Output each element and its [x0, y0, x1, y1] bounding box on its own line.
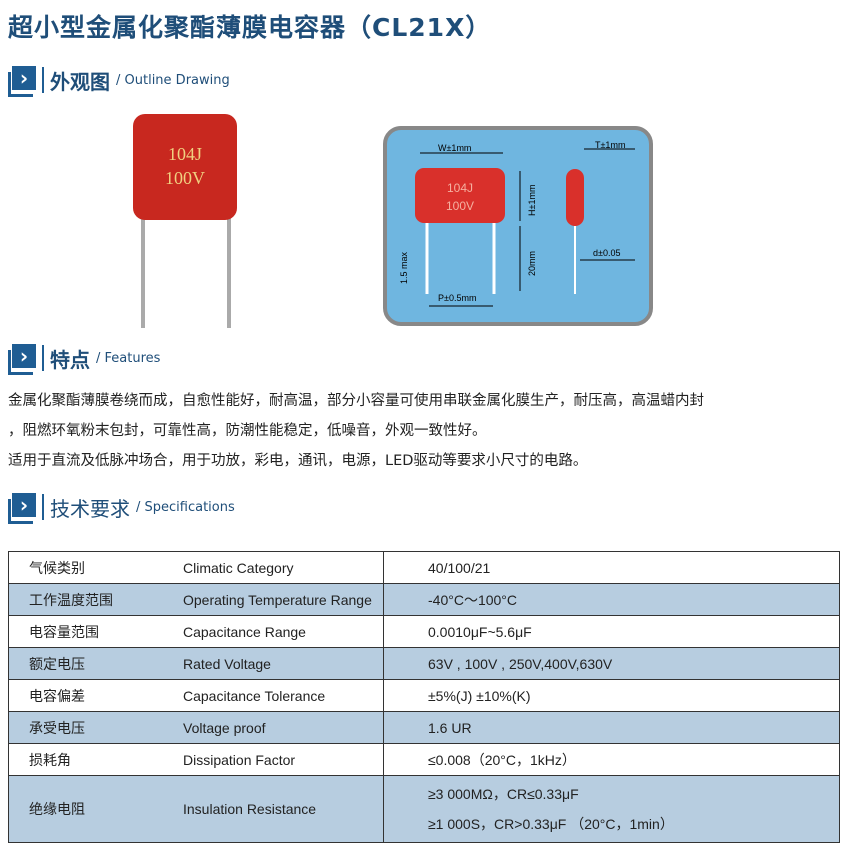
photo-label-1: 104J: [168, 144, 202, 164]
section-title: 特点: [50, 347, 90, 372]
dimension-diagram: 104J 100V W±1mm H±1mm 20mm 1.5 max P±0.5…: [383, 126, 653, 326]
spec-name-zh: 工作温度范围: [8, 583, 183, 616]
section-subtitle: / Features: [96, 350, 161, 366]
spec-name-en: Capacitance Range: [183, 615, 384, 648]
section-subtitle-text: Specifications: [144, 499, 235, 515]
spec-value-line: ≥1 000S，CR>0.33μF （20°C，1min）: [428, 816, 674, 832]
lead-max-label: 1.5 max: [399, 251, 409, 284]
section-header-features: › 特点 / Features: [8, 342, 161, 375]
spec-name-zh: 损耗角: [8, 743, 183, 776]
spec-name-en: Voltage proof: [183, 711, 384, 744]
spec-name-zh: 额定电压: [8, 647, 183, 680]
section-subtitle: / Specifications: [136, 499, 235, 515]
spec-name-en: Rated Voltage: [183, 647, 384, 680]
section-subtitle: / Outline Drawing: [116, 72, 230, 88]
section-arrow-icon: ›: [8, 66, 36, 97]
spec-value: 40/100/21: [383, 551, 840, 584]
section-title: 技术要求: [50, 496, 130, 521]
section-header-outline: › 外观图 / Outline Drawing: [8, 64, 230, 97]
spec-name-zh: 绝缘电阻: [8, 775, 183, 843]
page-title: 超小型金属化聚酯薄膜电容器（CL21X）: [8, 13, 492, 42]
spec-value: 0.0010μF~5.6μF: [383, 615, 840, 648]
section-title: 外观图: [50, 69, 110, 94]
diagram-label-1: 104J: [447, 181, 473, 195]
diagram-label-2: 100V: [446, 199, 474, 213]
features-line: 适用于直流及低脉冲场合，用于功放，彩电，通讯，电源，LED驱动等要求小尺寸的电路…: [8, 453, 588, 469]
section-arrow-icon: ›: [8, 344, 36, 375]
width-label: W±1mm: [438, 143, 471, 153]
spec-name-zh: 电容偏差: [8, 679, 183, 712]
spec-name-en: Insulation Resistance: [183, 775, 384, 843]
spec-value: -40°C～100°C: [383, 583, 840, 616]
spec-name-zh: 承受电压: [8, 711, 183, 744]
spec-value: 1.6 UR: [383, 711, 840, 744]
spec-value: ±5%(J) ±10%(K): [383, 679, 840, 712]
spec-name-en: Capacitance Tolerance: [183, 679, 384, 712]
section-subtitle-text: Features: [104, 350, 161, 366]
spec-value-line: ≥3 000MΩ，CR≤0.33μF: [428, 786, 579, 802]
pitch-label: P±0.5mm: [438, 293, 476, 303]
section-header-specs: › 技术要求 / Specifications: [8, 491, 235, 524]
photo-label-2: 100V: [165, 168, 205, 188]
height-label: H±1mm: [527, 185, 537, 216]
section-arrow-icon: ›: [8, 493, 36, 524]
features-line: 金属化聚酯薄膜卷绕而成，自愈性能好，耐高温，部分小容量可使用串联金属化膜生产，耐…: [8, 393, 704, 409]
spec-name-zh: 电容量范围: [8, 615, 183, 648]
spec-value: ≥3 000MΩ，CR≤0.33μF ≥1 000S，CR>0.33μF （20°…: [383, 775, 840, 843]
spec-name-zh: 气候类别: [8, 551, 183, 584]
spec-name-en: Dissipation Factor: [183, 743, 384, 776]
features-line: ，阻燃环氧粉末包封，可靠性高，防潮性能稳定，低噪音，外观一致性好。: [8, 423, 487, 439]
spec-value: ≤0.008（20°C，1kHz）: [383, 743, 840, 776]
thickness-label: T±1mm: [595, 140, 625, 150]
lead-length-label: 20mm: [527, 251, 537, 276]
lead-diameter-label: d±0.05: [593, 248, 620, 258]
spec-name-en: Operating Temperature Range: [183, 583, 384, 616]
section-subtitle-text: Outline Drawing: [124, 72, 230, 88]
spec-name-en: Climatic Category: [183, 551, 384, 584]
capacitor-photo: 104J 100V: [133, 114, 237, 328]
spec-value: 63V , 100V , 250V,400V,630V: [383, 647, 840, 680]
features-text: 金属化聚酯薄膜卷绕而成，自愈性能好，耐高温，部分小容量可使用串联金属化膜生产，耐…: [8, 386, 848, 476]
